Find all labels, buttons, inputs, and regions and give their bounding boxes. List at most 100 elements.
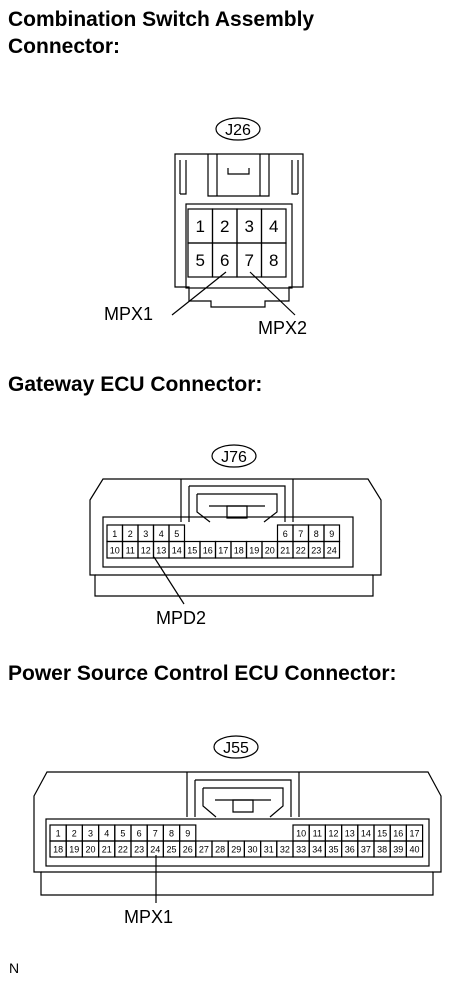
pin-label-36: 36 [345,845,355,855]
callout-label-mpd2-j76: MPD2 [156,608,206,628]
pin-label-27: 27 [199,845,209,855]
pin-label-6: 6 [137,829,142,839]
pin-label-17: 17 [409,829,419,839]
connector-code-j55: J55 [223,740,249,757]
pin-label-4: 4 [269,217,278,236]
pin-label-39: 39 [393,845,403,855]
pin-cell-40 [405,840,424,858]
pin-label-7: 7 [153,829,158,839]
pin-label-11: 11 [126,545,135,555]
pin-label-22: 22 [118,845,128,855]
combination-switch-title-line2: Connector: [8,35,120,58]
pin-label-20: 20 [265,545,275,555]
pin-label-40: 40 [409,845,419,855]
pin-label-35: 35 [328,845,338,855]
callout-line-mpx1-j26 [171,271,227,316]
connector-code-j26: J26 [225,122,251,139]
pin-label-24: 24 [150,845,160,855]
pin-label-9: 9 [185,829,190,839]
pin-label-10: 10 [296,829,306,839]
pin-label-34: 34 [312,845,322,855]
pin-label-6: 6 [220,251,229,270]
pin-label-7: 7 [245,251,254,270]
pin-label-13: 13 [156,545,166,555]
pin-label-16: 16 [203,545,213,555]
callout-label-mpx2-j26: MPX2 [258,318,307,338]
pin-label-25: 25 [166,845,176,855]
pin-label-9: 9 [329,529,334,539]
connector-code-j55-badge: J55 [213,735,259,759]
pin-label-23: 23 [311,545,321,555]
pin-label-3: 3 [245,217,254,236]
callout-line-mpd2-j76 [153,556,185,605]
pin-label-13: 13 [345,829,355,839]
pin-label-19: 19 [69,845,79,855]
callout-line-mpx2-j26 [249,271,296,316]
pin-label-1: 1 [196,217,205,236]
pin-label-32: 32 [280,845,290,855]
pin-label-4: 4 [104,829,109,839]
callout-label-mpx1-j55: MPX1 [124,907,173,927]
pin-label-26: 26 [183,845,193,855]
pin-label-38: 38 [377,845,387,855]
pin-label-5: 5 [120,829,125,839]
gateway-ecu-title: Gateway ECU Connector: [8,373,263,396]
pin-label-2: 2 [128,529,133,539]
combination-switch-title: Combination Switch Assembly Connector: [8,6,314,60]
pin-label-15: 15 [187,545,197,555]
pin-label-3: 3 [143,529,148,539]
pin-label-8: 8 [169,829,174,839]
pin-label-31: 31 [264,845,274,855]
pin-label-10: 10 [110,545,120,555]
pin-label-6: 6 [283,529,288,539]
pin-label-29: 29 [231,845,241,855]
connector-code-j76: J76 [221,449,247,466]
pin-label-21: 21 [280,545,290,555]
pin-label-16: 16 [393,829,403,839]
pin-label-20: 20 [85,845,95,855]
pin-label-12: 12 [141,545,151,555]
pin-label-3: 3 [88,829,93,839]
pin-label-1: 1 [112,529,117,539]
pin-label-19: 19 [249,545,259,555]
pin-label-5: 5 [174,529,179,539]
connector-code-j76-badge: J76 [211,444,257,468]
pin-cell-8 [260,242,287,278]
pin-label-21: 21 [102,845,112,855]
pin-label-14: 14 [172,545,182,555]
pin-label-2: 2 [220,217,229,236]
pin-label-8: 8 [314,529,319,539]
pin-label-24: 24 [327,545,337,555]
connector-code-j26-badge: J26 [215,117,261,141]
pin-label-11: 11 [313,829,322,839]
pin-label-8: 8 [269,251,278,270]
pin-label-18: 18 [234,545,244,555]
pin-label-17: 17 [218,545,228,555]
pin-label-28: 28 [215,845,225,855]
pin-label-22: 22 [296,545,306,555]
power-source-ecu-title: Power Source Control ECU Connector: [8,662,397,685]
connector-j26-housing [174,153,304,308]
pin-label-12: 12 [328,829,338,839]
pin-label-18: 18 [53,845,63,855]
pin-label-30: 30 [247,845,257,855]
pin-label-23: 23 [134,845,144,855]
connector-j76-housing [89,478,382,597]
pin-label-5: 5 [196,251,205,270]
footer-mark: N [9,960,20,976]
pin-cell-24 [323,540,341,559]
callout-label-mpx1-j26: MPX1 [104,304,153,324]
pin-label-7: 7 [298,529,303,539]
pin-label-33: 33 [296,845,306,855]
pin-label-14: 14 [361,829,371,839]
combination-switch-title-line1: Combination Switch Assembly [8,8,315,31]
pin-label-15: 15 [377,829,387,839]
pin-label-2: 2 [72,829,77,839]
